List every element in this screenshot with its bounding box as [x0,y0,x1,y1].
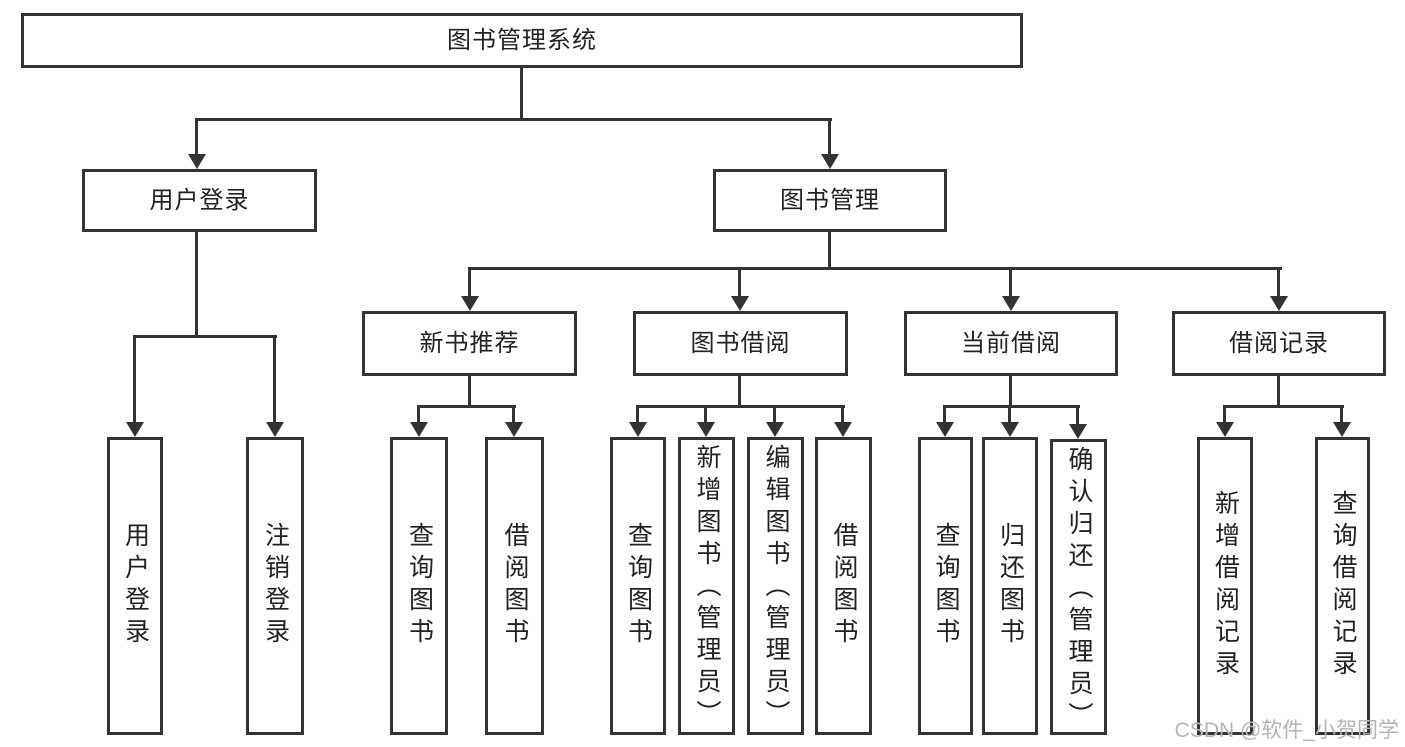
connector-records-rail [1223,405,1344,408]
arrowhead-down-icon [266,335,284,437]
connector-level2-rail [195,118,832,121]
connector-root-stub [520,66,523,120]
connector-bookborrow-stub [738,374,741,408]
leaf-nb-query-books: 查询图书 [390,437,448,735]
arrowhead-down-icon [461,267,479,311]
arrowhead-down-icon [731,267,749,311]
node-borrowing-records: 借阅记录 [1172,311,1386,376]
leaf-cb-query-books: 查询图书 [918,437,973,735]
leaf-bb-query-books: 查询图书 [610,437,666,735]
arrowhead-down-icon [1216,405,1234,437]
connector-currentborrow-stub [1009,374,1012,408]
connector-newbook-stub [468,374,471,408]
node-user-login-branch: 用户登录 [82,169,317,232]
watermark: CSDN @软件_小贺同学 [1174,719,1399,742]
leaf-cb-return-books: 归还图书 [982,437,1038,735]
node-book-management-system: 图书管理系统 [21,13,1023,68]
connector-newbook-rail [417,405,516,408]
node-book-management-branch: 图书管理 [713,169,947,232]
leaf-bb-borrow-books: 借阅图书 [815,437,872,735]
arrowhead-down-icon [697,405,715,437]
arrowhead-down-icon [821,118,839,169]
leaf-bb-edit-books-admin: 编辑图书（管理员） [747,437,804,735]
node-new-book-recommend: 新书推荐 [362,311,577,376]
arrowhead-down-icon [834,405,852,437]
connector-userlogin-rail [133,335,277,338]
leaf-br-query-record: 查询借阅记录 [1315,437,1370,735]
arrowhead-down-icon [410,405,428,437]
arrowhead-down-icon [1333,405,1351,437]
connector-bookmgmt-stub [828,230,831,270]
leaf-br-add-record: 新增借阅记录 [1197,437,1253,735]
connector-records-stub [1277,374,1280,408]
arrowhead-down-icon [126,335,144,437]
leaf-logout: 注销登录 [246,437,304,735]
arrowhead-down-icon [188,118,206,169]
arrowhead-down-icon [1001,405,1019,437]
leaf-nb-borrow-books: 借阅图书 [485,437,544,735]
arrowhead-down-icon [1270,267,1288,311]
connector-userlogin-stub [195,230,198,338]
arrowhead-down-icon [629,405,647,437]
node-current-borrowing: 当前借阅 [904,311,1118,376]
arrowhead-down-icon [936,405,954,437]
connector-currentborrow-rail [943,405,1080,408]
arrowhead-down-icon [1002,267,1020,311]
connector-bookborrow-rail [636,405,845,408]
arrowhead-down-icon [1069,405,1087,439]
arrowhead-down-icon [766,405,784,437]
connector-level3-rail [468,267,1282,270]
leaf-bb-add-books-admin: 新增图书（管理员） [678,437,735,735]
leaf-user-login: 用户登录 [107,437,163,735]
node-book-borrowing: 图书借阅 [633,311,848,376]
arrowhead-down-icon [505,405,523,437]
leaf-cb-confirm-return-admin: 确认归还（管理员） [1050,439,1107,735]
